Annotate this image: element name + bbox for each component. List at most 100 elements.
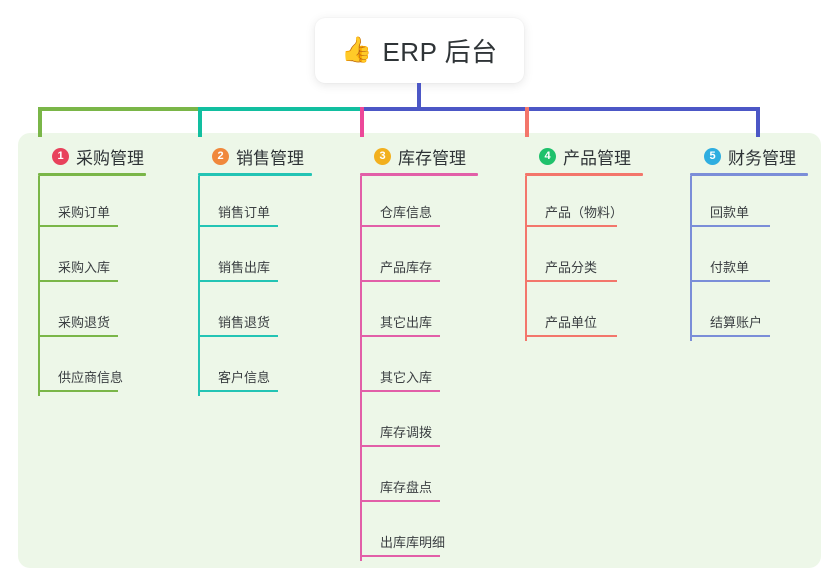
branch-item[interactable]: 库存调拨 [360, 396, 510, 451]
branch-item-label: 出库库明细 [380, 535, 446, 550]
branch-spine [198, 176, 200, 396]
branch-number-badge: 3 [374, 147, 391, 165]
branch-underline [690, 173, 808, 176]
branch-item-underline [38, 390, 118, 392]
branch-spine [38, 176, 40, 396]
branch-item-label: 结算账户 [710, 315, 763, 330]
branch-item-label: 产品库存 [380, 260, 433, 275]
branch-item-label: 采购入库 [58, 260, 111, 275]
branch-number-badge: 4 [539, 147, 556, 165]
branch-column: 1 采购管理采购订单采购入库采购退货供应商信息 [38, 145, 188, 396]
branch-title: 销售管理 [236, 148, 304, 168]
branch-header[interactable]: 3 库存管理 [360, 145, 510, 168]
branch-item-label: 产品单位 [545, 315, 598, 330]
branch-item-label: 产品（物料） [545, 205, 624, 220]
branch-item-label: 销售退货 [218, 315, 271, 330]
branch-item[interactable]: 销售出库 [198, 231, 348, 286]
branch-item-list: 销售订单销售出库销售退货客户信息 [198, 176, 348, 396]
connector-drop-2 [198, 107, 202, 137]
connector-drop-5 [756, 107, 760, 137]
branch-item[interactable]: 销售退货 [198, 286, 348, 341]
branch-item-underline [360, 555, 440, 557]
branch-item-underline [360, 500, 440, 502]
branch-item[interactable]: 其它入库 [360, 341, 510, 396]
branch-item[interactable]: 产品（物料） [525, 176, 675, 231]
root-connector-stem [417, 83, 421, 109]
branch-item[interactable]: 库存盘点 [360, 451, 510, 506]
branch-spine [690, 176, 692, 341]
branch-item-label: 客户信息 [218, 370, 271, 385]
connector-drop-4 [525, 107, 529, 137]
branch-item[interactable]: 产品库存 [360, 231, 510, 286]
branch-item[interactable]: 销售订单 [198, 176, 348, 231]
branch-item[interactable]: 仓库信息 [360, 176, 510, 231]
branch-item-label: 产品分类 [545, 260, 598, 275]
branch-header[interactable]: 2 销售管理 [198, 145, 348, 168]
branch-item[interactable]: 产品单位 [525, 286, 675, 341]
diagram-background-panel [18, 133, 821, 568]
branch-title: 库存管理 [398, 148, 466, 168]
branch-item-underline [198, 335, 278, 337]
branch-spine [360, 176, 362, 561]
branch-item-list: 回款单付款单结算账户 [690, 176, 839, 341]
branch-item[interactable]: 结算账户 [690, 286, 839, 341]
branch-item-label: 采购订单 [58, 205, 111, 220]
branch-underline [360, 173, 478, 176]
branch-title: 采购管理 [76, 148, 144, 168]
branch-item-underline [360, 335, 440, 337]
connector-drop-1 [38, 107, 42, 137]
branch-item[interactable]: 采购退货 [38, 286, 188, 341]
branch-item-underline [525, 225, 617, 227]
branch-item-label: 付款单 [710, 260, 750, 275]
branch-item-underline [360, 225, 440, 227]
connector-bus-teal [198, 107, 362, 111]
branch-item-label: 回款单 [710, 205, 750, 220]
branch-underline [38, 173, 146, 176]
branch-item[interactable]: 采购订单 [38, 176, 188, 231]
branch-item[interactable]: 其它出库 [360, 286, 510, 341]
branch-item-underline [198, 225, 278, 227]
branch-item-underline [690, 225, 770, 227]
branch-item-label: 销售订单 [218, 205, 271, 220]
branch-item[interactable]: 付款单 [690, 231, 839, 286]
branch-item-underline [360, 390, 440, 392]
branch-header[interactable]: 1 采购管理 [38, 145, 188, 168]
branch-item[interactable]: 供应商信息 [38, 341, 188, 396]
branch-item-underline [690, 335, 770, 337]
branch-number-badge: 1 [52, 147, 69, 165]
branch-item-list: 采购订单采购入库采购退货供应商信息 [38, 176, 188, 396]
thumbs-up-icon: 👍 [341, 36, 373, 64]
branch-number-badge: 5 [704, 147, 721, 165]
branch-item-label: 其它出库 [380, 315, 433, 330]
branch-item-underline [198, 390, 278, 392]
branch-item-label: 仓库信息 [380, 205, 433, 220]
root-node[interactable]: 👍 ERP 后台 [315, 18, 524, 83]
branch-item-underline [525, 335, 617, 337]
branch-item-list: 仓库信息产品库存其它出库其它入库库存调拨库存盘点出库库明细 [360, 176, 510, 561]
branch-column: 2 销售管理销售订单销售出库销售退货客户信息 [198, 145, 348, 396]
branch-item[interactable]: 客户信息 [198, 341, 348, 396]
branch-item-label: 其它入库 [380, 370, 433, 385]
branch-item-underline [38, 335, 118, 337]
branch-item[interactable]: 回款单 [690, 176, 839, 231]
branch-item-underline [38, 280, 118, 282]
connector-bus-green [38, 107, 200, 111]
branch-column: 3 库存管理仓库信息产品库存其它出库其它入库库存调拨库存盘点出库库明细 [360, 145, 510, 561]
branch-item-underline [690, 280, 770, 282]
branch-number-badge: 2 [212, 147, 229, 165]
branch-spine [525, 176, 527, 341]
branch-item-underline [198, 280, 278, 282]
branch-item-list: 产品（物料） 产品分类产品单位 [525, 176, 675, 341]
branch-item[interactable]: 采购入库 [38, 231, 188, 286]
branch-item-label: 采购退货 [58, 315, 111, 330]
branch-item[interactable]: 出库库明细 [360, 506, 510, 561]
branch-item-label: 销售出库 [218, 260, 271, 275]
branch-item-label: 供应商信息 [58, 370, 124, 385]
branch-item-label: 库存盘点 [380, 480, 433, 495]
branch-item[interactable]: 产品分类 [525, 231, 675, 286]
